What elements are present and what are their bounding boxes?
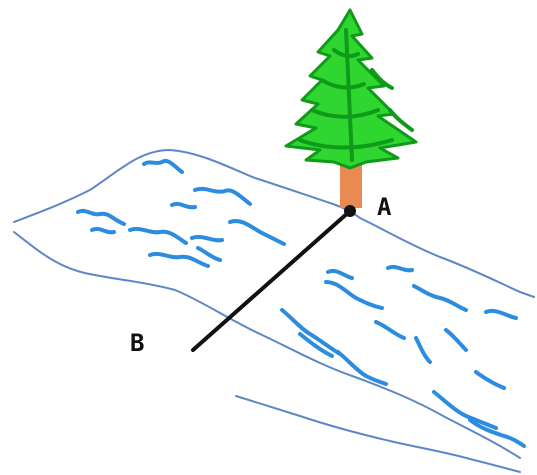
river-bank-near-lower (235, 395, 521, 473)
ripple (90, 226, 116, 235)
river-bank-far (13, 149, 535, 298)
river-bank-near (13, 231, 521, 459)
foliage-stroke (344, 28, 354, 162)
ripple (374, 320, 406, 340)
ripple (142, 159, 184, 174)
water-ripples (76, 159, 526, 448)
tree-trunk (340, 158, 362, 208)
foliage-stroke (370, 68, 394, 90)
ripple (444, 328, 468, 352)
tree-foliage-details (298, 28, 414, 162)
ripple (148, 251, 210, 268)
foliage-stroke (320, 78, 366, 90)
ripple (128, 226, 188, 245)
ripple (298, 332, 334, 358)
ripple (414, 336, 432, 364)
ripple (326, 268, 354, 280)
ripple (280, 308, 342, 356)
ripple (484, 308, 518, 320)
ripple (76, 208, 126, 226)
ripple (190, 234, 224, 243)
ripple (228, 219, 286, 246)
ripple (386, 264, 414, 273)
ripple (193, 186, 252, 206)
ripple (336, 350, 388, 386)
foliage-stroke (388, 108, 414, 132)
ripple (468, 418, 526, 448)
point-a-label: A (377, 193, 392, 221)
segment-ab (191, 209, 352, 352)
river-icon (13, 149, 535, 473)
ripple (196, 246, 222, 262)
ripple (432, 390, 498, 430)
ripple (412, 284, 468, 312)
foliage-stroke (298, 138, 394, 150)
ripple (474, 370, 506, 390)
point-a-marker (344, 205, 356, 217)
pine-tree-icon (284, 8, 418, 208)
ripple (170, 201, 197, 210)
ripple (324, 280, 384, 310)
point-b-label: B (130, 329, 145, 357)
foliage-stroke (310, 108, 380, 119)
